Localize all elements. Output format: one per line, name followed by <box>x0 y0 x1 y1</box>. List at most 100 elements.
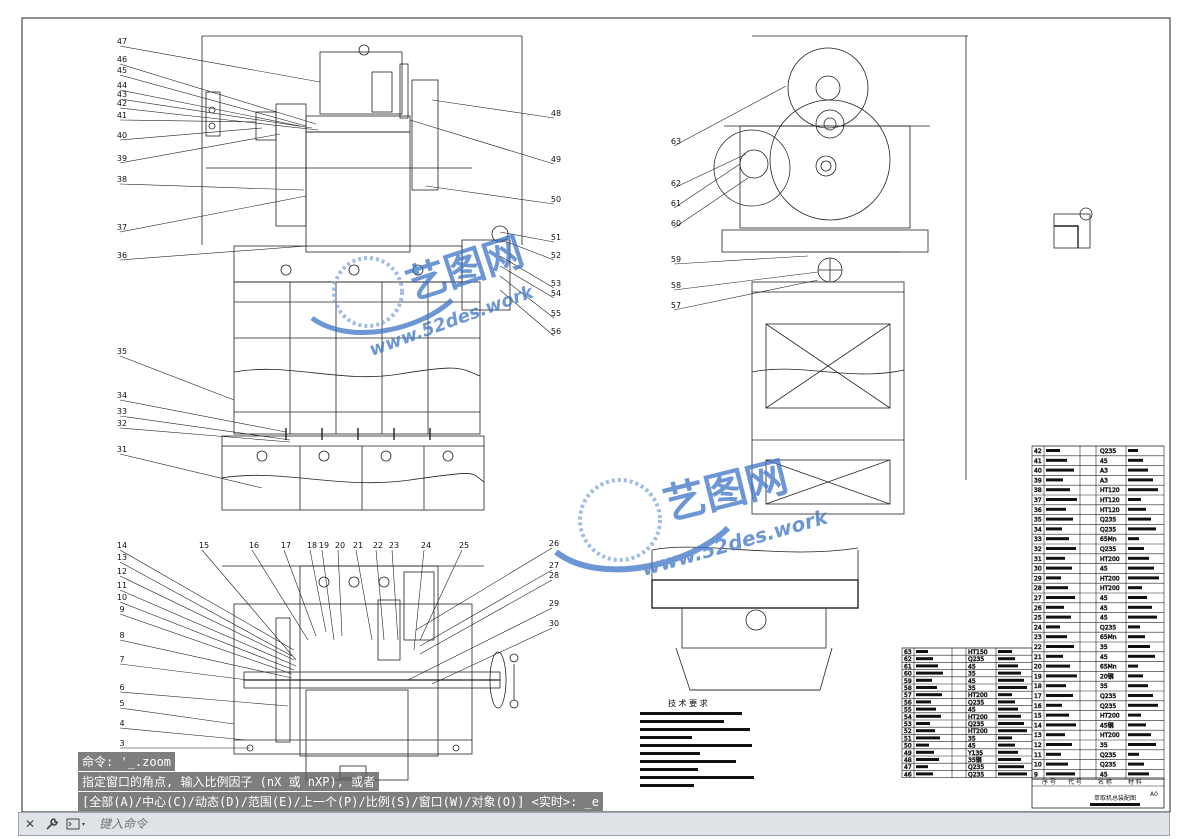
command-prompt-icon[interactable] <box>63 813 91 835</box>
leader-line <box>119 119 257 123</box>
balloon-label: 51 <box>551 233 561 242</box>
bom-left-row-number: 51 <box>904 735 912 742</box>
balloon-label: 53 <box>551 279 561 288</box>
command-history-line-1: 命令: '_.zoom <box>78 752 176 771</box>
balloon-label: 13 <box>117 553 127 562</box>
balloon-label: 5 <box>119 699 124 708</box>
bom-material: 45 <box>1100 458 1108 465</box>
bom-row-number: 39 <box>1034 477 1042 484</box>
balloon-label: 36 <box>117 251 127 260</box>
leader-line <box>119 589 297 667</box>
balloon-label: 17 <box>281 541 291 550</box>
bom-left-row-number: 52 <box>904 728 912 735</box>
leader-line <box>119 727 247 741</box>
bom-row-number: 31 <box>1034 556 1042 563</box>
bom-material: Q235 <box>1100 546 1116 553</box>
balloon-label: 50 <box>551 195 561 204</box>
bom-left-row-number: 46 <box>904 771 912 778</box>
wrench-icon[interactable] <box>41 813 63 835</box>
close-icon[interactable]: ✕ <box>24 817 36 831</box>
bom-material: Q235 <box>1100 762 1116 769</box>
bom-left-row-number: 54 <box>904 714 912 721</box>
leader-line <box>499 231 555 243</box>
balloon-label: 11 <box>117 581 127 590</box>
bom-material: HT200 <box>1100 585 1120 592</box>
bom-row-number: 9 <box>1034 771 1038 778</box>
balloon-label: 34 <box>117 391 127 400</box>
bom-material: A3 <box>1100 477 1108 484</box>
bom-row-number: 17 <box>1034 693 1042 700</box>
balloon-label: 46 <box>117 55 127 64</box>
bom-left-material: HT200 <box>968 692 988 699</box>
bom-left-material: Y135 <box>967 750 983 757</box>
leader-line <box>425 185 555 205</box>
leader-line <box>119 601 295 671</box>
bom-row-number: 41 <box>1034 458 1042 465</box>
balloon-label: 18 <box>307 541 317 550</box>
bom-row-number: 25 <box>1034 615 1042 622</box>
balloon-label: 32 <box>117 419 127 428</box>
bom-material: 45 <box>1100 771 1108 778</box>
balloon-label: 23 <box>389 541 399 550</box>
bom-row-number: 22 <box>1034 644 1042 651</box>
bom-left-material: Q235 <box>968 764 984 771</box>
bom-row-number: 38 <box>1034 487 1042 494</box>
bom-left-row-number: 57 <box>904 692 912 699</box>
bom-material: 35 <box>1100 644 1108 651</box>
leader-line <box>119 133 281 164</box>
bom-material: HT200 <box>1100 556 1120 563</box>
bom-left-row-number: 50 <box>904 743 912 750</box>
leader-line <box>499 255 555 289</box>
leader-line <box>283 549 317 637</box>
balloon-label: 58 <box>671 281 681 290</box>
leader-line <box>499 289 555 337</box>
leader-line <box>375 549 385 641</box>
leader-line <box>119 453 263 489</box>
bom-row-number: 11 <box>1034 752 1042 759</box>
balloon-label: 10 <box>117 593 127 602</box>
bom-row-number: 15 <box>1034 713 1042 720</box>
balloon-label: 16 <box>249 541 259 550</box>
bom-material: 65Mn <box>1100 536 1117 543</box>
bom-left-material: Q235 <box>968 656 984 663</box>
bom-left-material: 45 <box>968 743 976 750</box>
balloon-label: 20 <box>335 541 345 550</box>
bom-left-material: Q235 <box>968 771 984 778</box>
balloon-label: 47 <box>117 37 127 46</box>
bom-row-number: 16 <box>1034 703 1042 710</box>
balloon-label: 31 <box>117 445 127 454</box>
bom-left-material: 45 <box>968 678 976 685</box>
balloon-label: 27 <box>549 561 559 570</box>
balloon-label: 37 <box>117 223 127 232</box>
balloon-label: 48 <box>551 109 561 118</box>
bom-material: HT120 <box>1100 497 1120 504</box>
leader-line <box>499 265 555 299</box>
bom-row-number: 32 <box>1034 546 1042 553</box>
bom-left-row-number: 61 <box>904 663 912 670</box>
bom-row-number: 28 <box>1034 585 1042 592</box>
leader-line <box>119 707 235 725</box>
command-input[interactable] <box>97 816 1169 832</box>
command-bar: ✕ <box>18 812 1170 836</box>
leader-line <box>419 549 463 641</box>
leader-line <box>419 569 553 647</box>
bom-row-number: 14 <box>1034 722 1042 729</box>
bom-left-material: 35 <box>968 671 976 678</box>
leader-line <box>413 549 425 651</box>
bom-left-material: 45 <box>968 663 976 670</box>
tb-col4: 材 料 <box>1128 778 1142 786</box>
bom-material: 20钢 <box>1100 672 1114 680</box>
bom-material: A3 <box>1100 468 1108 475</box>
leader-line <box>673 177 749 229</box>
bom-left-material: 35 <box>968 685 976 692</box>
balloon-label: 49 <box>551 155 561 164</box>
leader-line <box>673 163 741 209</box>
leader-line <box>321 549 335 641</box>
leader-line <box>119 183 305 191</box>
technical-notes: 技 术 要 求 <box>640 698 754 787</box>
bom-left-material: Q235 <box>968 699 984 706</box>
balloon-label: 59 <box>671 255 681 264</box>
front-view <box>201 35 523 511</box>
